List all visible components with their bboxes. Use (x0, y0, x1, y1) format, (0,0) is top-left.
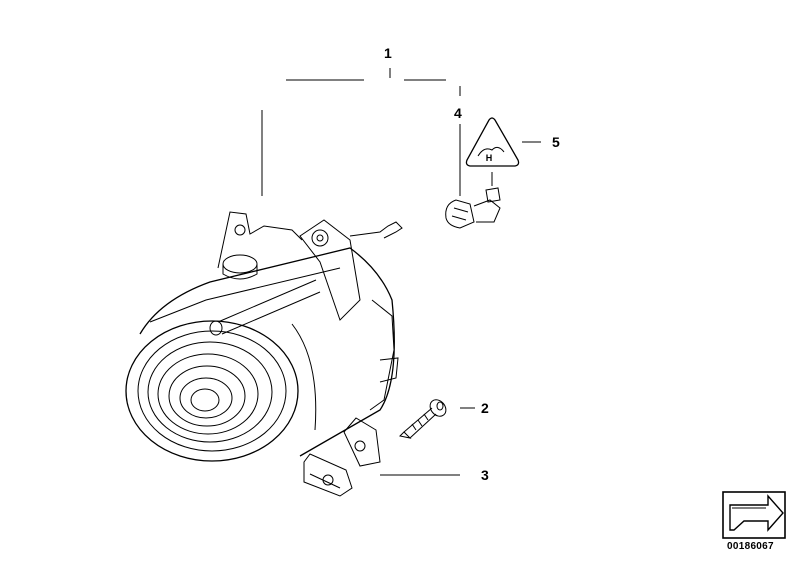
leader-lines (261, 68, 541, 476)
callout-3: 3 (481, 467, 489, 483)
callout-2: 2 (481, 400, 489, 416)
warning-label-icon (465, 117, 520, 167)
callout-1: 1 (384, 45, 392, 61)
clip-nut-icon (303, 453, 353, 497)
fog-lamp-icon (125, 211, 403, 467)
bmw-arrow-icon (722, 491, 786, 539)
screw-icon (398, 399, 447, 439)
callout-4: 4 (454, 105, 462, 121)
callout-5: 5 (552, 134, 560, 150)
reference-number: 00186067 (727, 541, 774, 552)
warning-label-letter: H (486, 153, 493, 163)
bulb-icon (445, 187, 501, 229)
